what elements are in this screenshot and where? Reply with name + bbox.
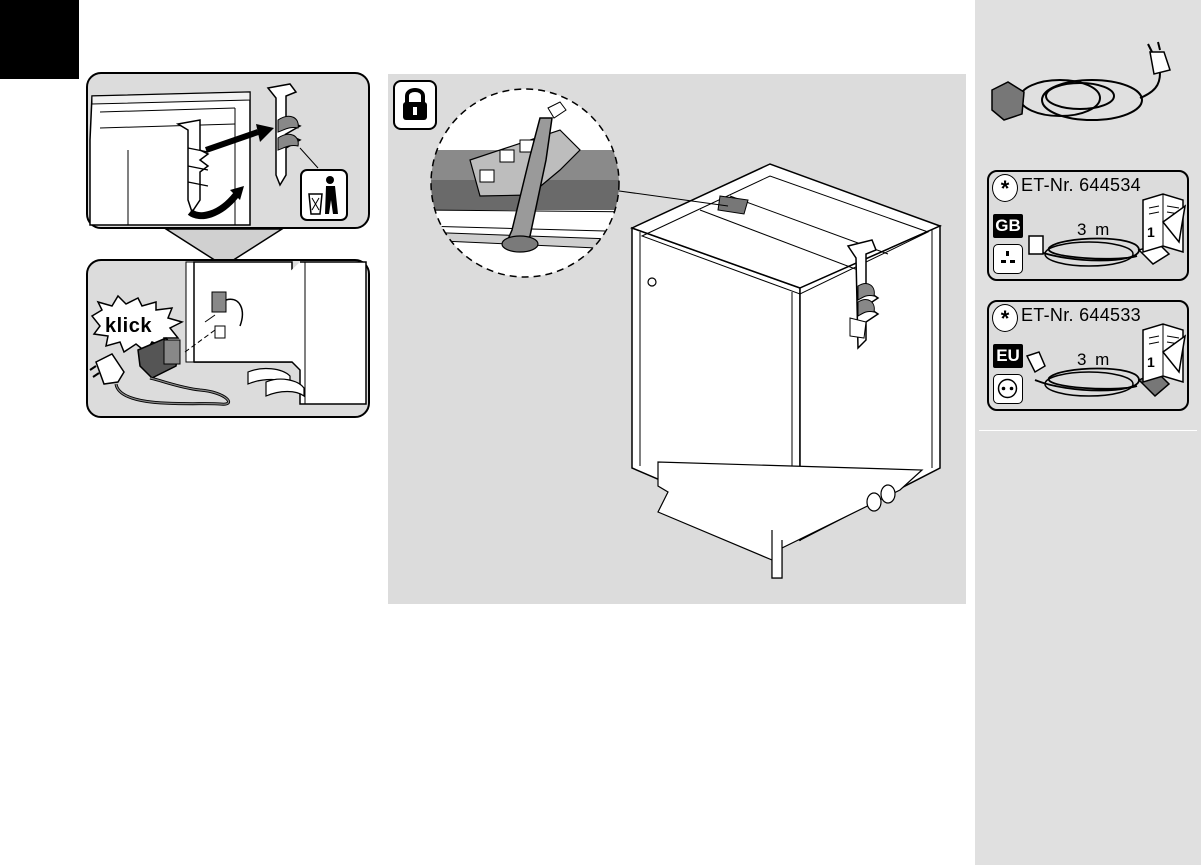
part-card-gb: * ET-Nr. 644534 GB 3 m 1 <box>987 170 1189 281</box>
manual-book-icon <box>989 172 1189 280</box>
part-card-eu: * ET-Nr. 644533 EU 3 m 1 <box>987 300 1189 411</box>
manual-book-icon <box>989 302 1189 410</box>
manual-page: 1 <box>1147 224 1155 240</box>
manual-page: 1 <box>1147 354 1155 370</box>
